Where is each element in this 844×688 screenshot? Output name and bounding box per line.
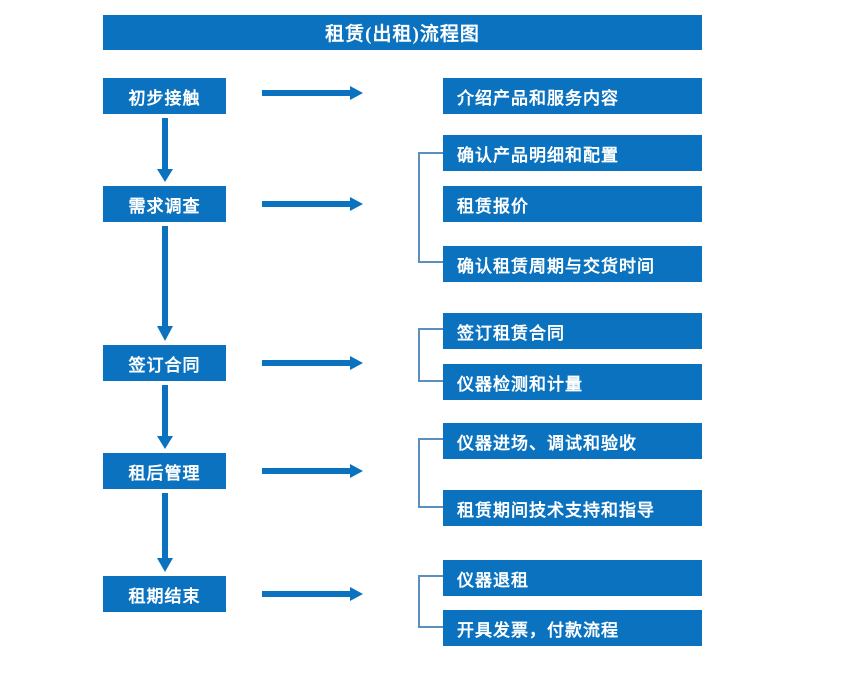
- arrow-down-icon-3: [155, 385, 175, 449]
- diagram-title: 租赁(出租)流程图: [103, 15, 702, 50]
- group-bracket-post-rental-mgmt: [418, 438, 444, 508]
- detail-box-technical-support[interactable]: 租赁期间技术支持和指导: [443, 490, 702, 526]
- arrow-right-icon-1: [262, 84, 363, 102]
- detail-box-confirm-spec-config[interactable]: 确认产品明细和配置: [443, 135, 702, 171]
- group-bracket-demand-survey: [418, 152, 444, 263]
- detail-box-confirm-period-delivery[interactable]: 确认租赁周期与交货时间: [443, 246, 702, 282]
- detail-box-instrument-return[interactable]: 仪器退租: [443, 560, 702, 596]
- stage-box-lease-end[interactable]: 租期结束: [103, 576, 226, 612]
- arrow-right-icon-4: [262, 462, 363, 480]
- arrow-right-icon-3: [262, 354, 363, 372]
- detail-box-introduce-products[interactable]: 介绍产品和服务内容: [443, 78, 702, 114]
- stage-box-demand-survey[interactable]: 需求调查: [103, 186, 226, 222]
- arrow-down-icon-2: [155, 226, 175, 341]
- detail-box-sign-rental-contract[interactable]: 签订租赁合同: [443, 313, 702, 349]
- arrow-down-icon-4: [155, 493, 175, 572]
- arrow-right-icon-5: [262, 585, 363, 603]
- arrow-right-icon-2: [262, 195, 363, 213]
- detail-box-instrument-testing[interactable]: 仪器检测和计量: [443, 364, 702, 400]
- stage-box-initial-contact[interactable]: 初步接触: [103, 78, 226, 114]
- stage-box-post-rental-mgmt[interactable]: 租后管理: [103, 453, 226, 489]
- detail-box-rental-quotation[interactable]: 租赁报价: [443, 186, 702, 222]
- arrow-down-icon-1: [155, 118, 175, 182]
- group-bracket-lease-end: [418, 575, 444, 628]
- detail-box-instrument-onsite[interactable]: 仪器进场、调试和验收: [443, 423, 702, 459]
- group-bracket-sign-contract: [418, 328, 444, 382]
- detail-box-invoice-payment[interactable]: 开具发票，付款流程: [443, 610, 702, 646]
- stage-box-sign-contract[interactable]: 签订合同: [103, 345, 226, 381]
